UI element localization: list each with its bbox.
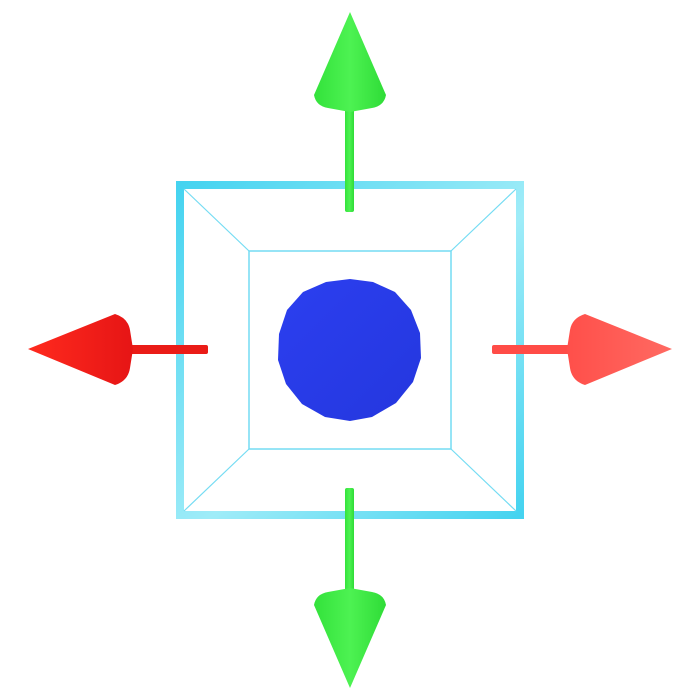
- down-arrow-head-icon: [314, 588, 386, 688]
- right-arrow-head-icon: [567, 314, 672, 385]
- frame-corner-line: [183, 188, 250, 252]
- inner-frame: [248, 250, 452, 450]
- frame-corner-line: [450, 448, 517, 512]
- center-sphere-icon: [278, 279, 421, 421]
- right-arrow-shaft: [492, 345, 582, 354]
- left-arrow-shaft: [118, 345, 208, 354]
- free-move-handle[interactable]: [278, 279, 421, 421]
- left-arrow-head-icon: [28, 314, 133, 385]
- frame-corner-line: [183, 448, 250, 512]
- up-arrow-head-icon: [314, 12, 386, 112]
- move-left-handle[interactable]: [28, 314, 208, 385]
- up-arrow-shaft: [345, 100, 354, 212]
- move-up-handle[interactable]: [314, 12, 386, 212]
- frame-corner-line: [450, 188, 517, 252]
- down-arrow-shaft: [345, 488, 354, 600]
- move-down-handle[interactable]: [314, 488, 386, 688]
- move-right-handle[interactable]: [492, 314, 672, 385]
